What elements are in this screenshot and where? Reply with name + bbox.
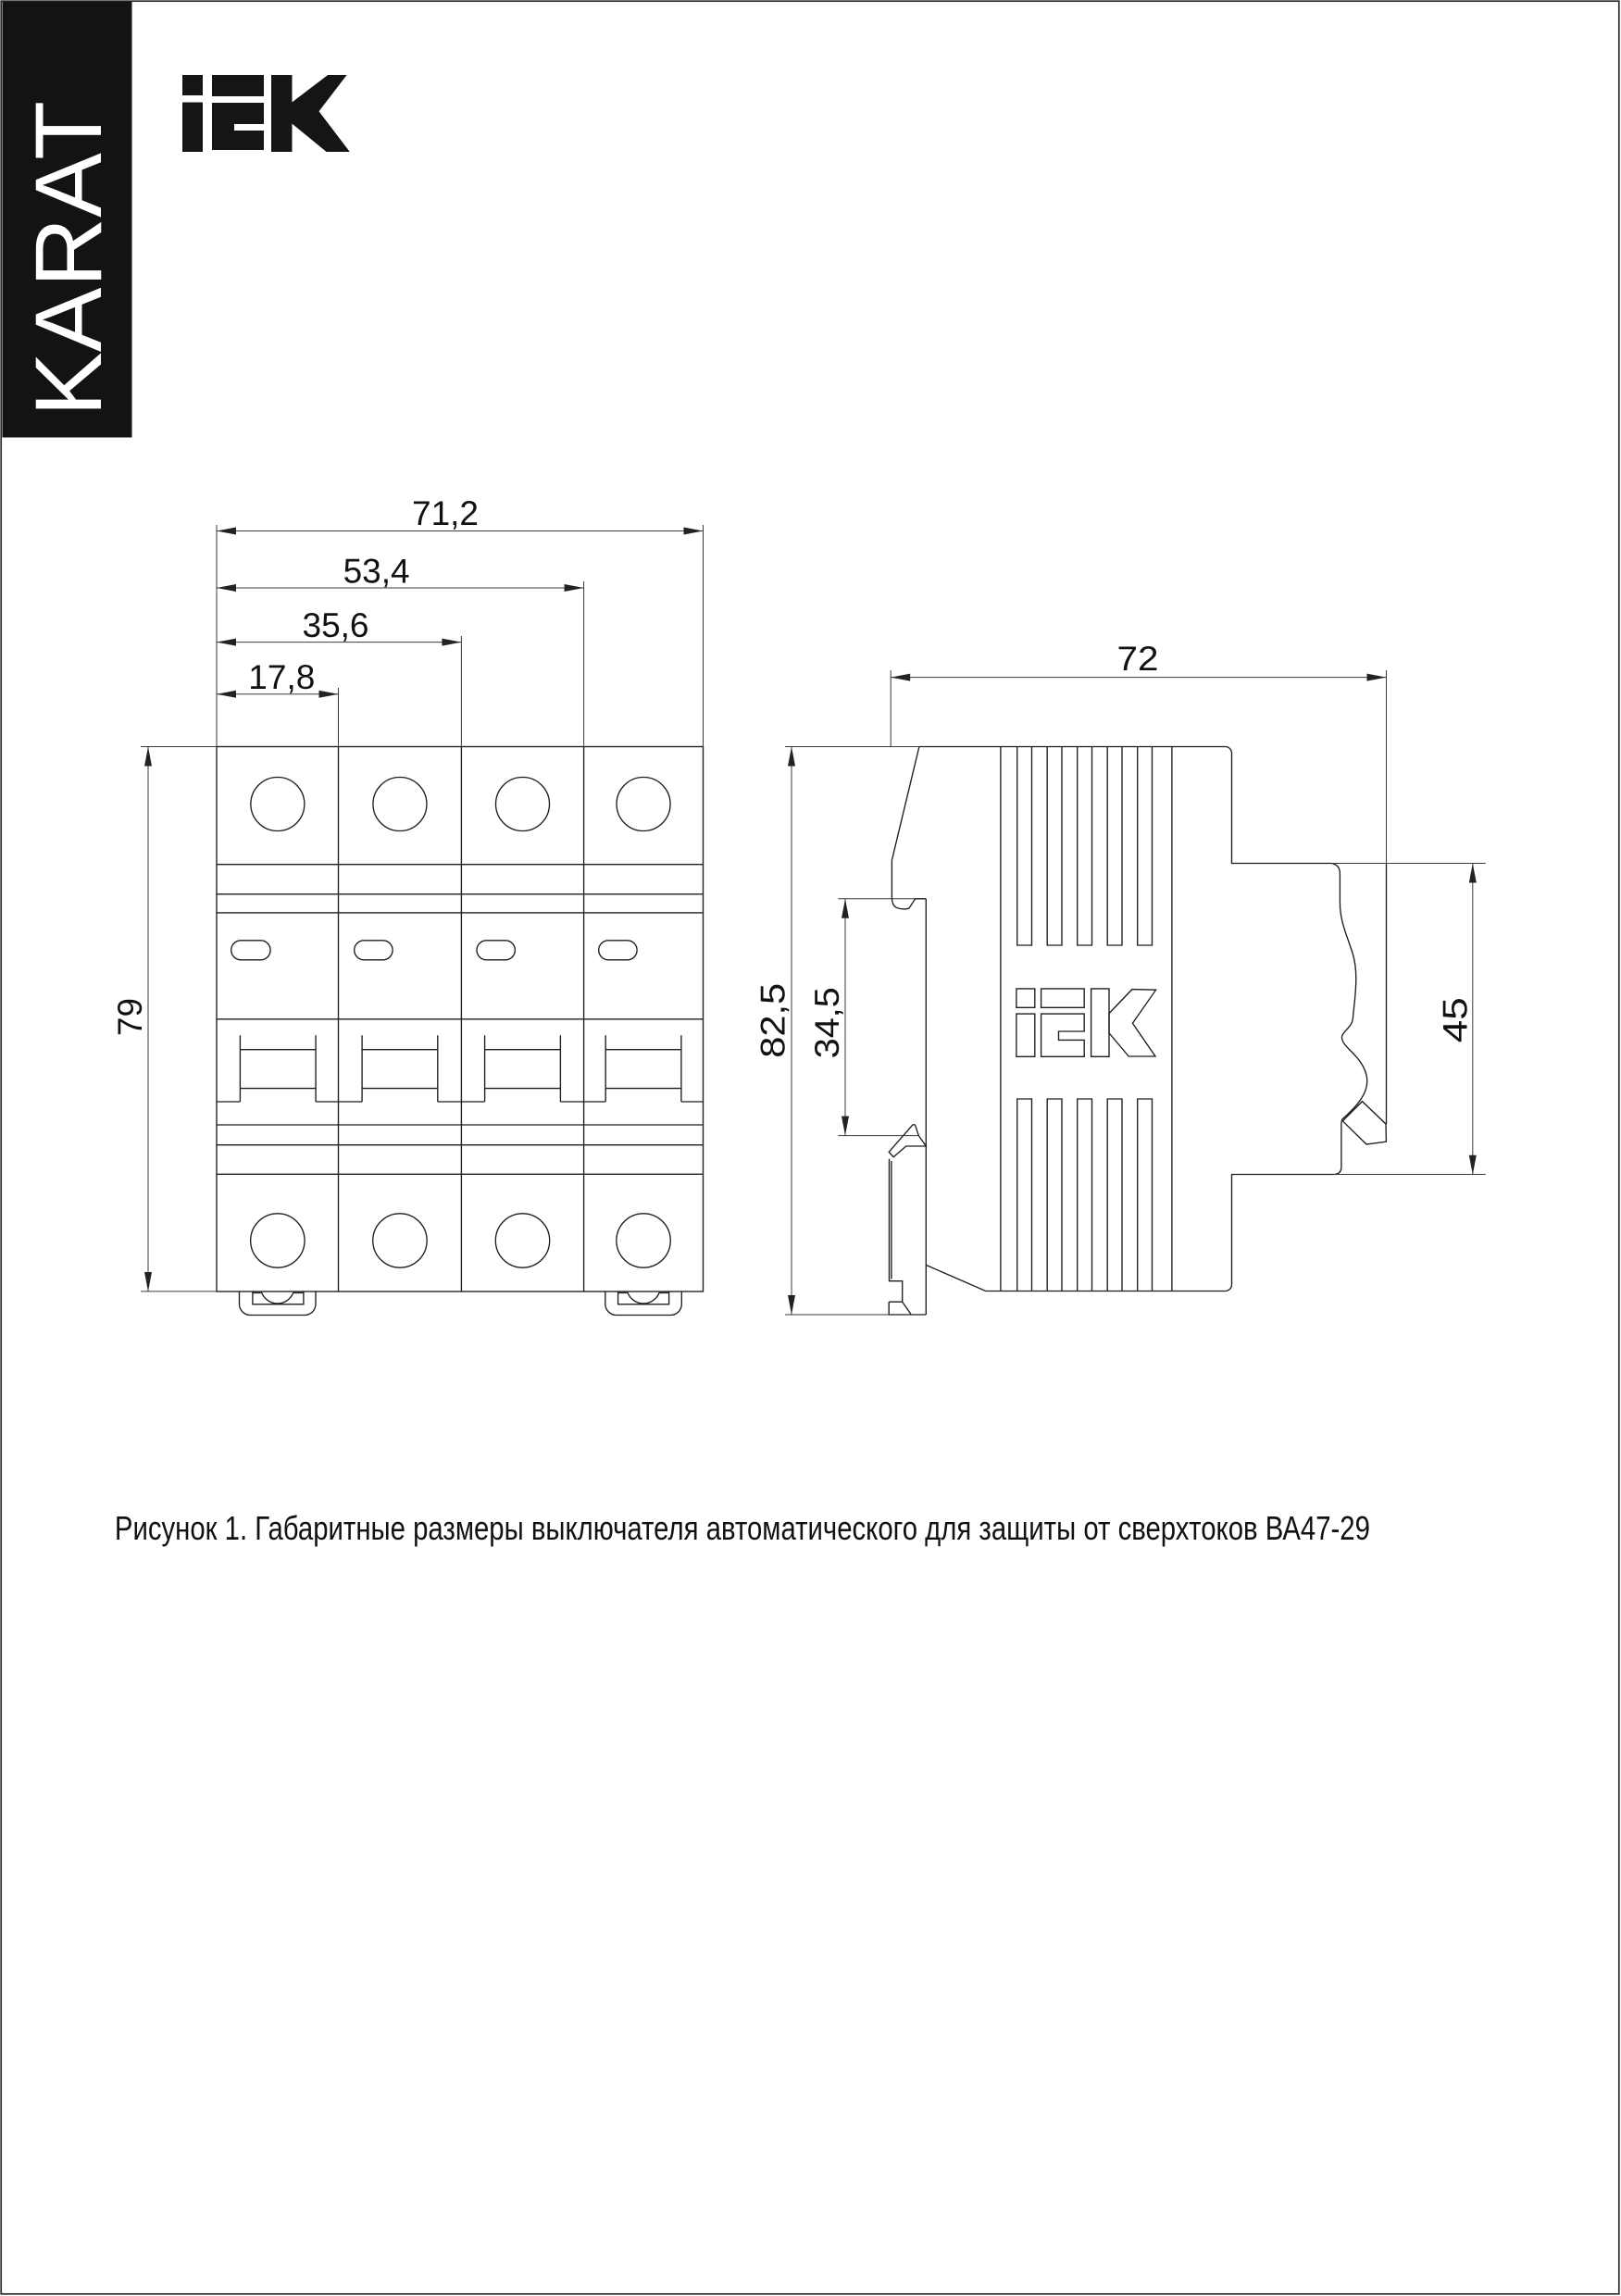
svg-text:82,5: 82,5	[754, 983, 792, 1058]
svg-text:45: 45	[1436, 997, 1474, 1042]
svg-text:34,5: 34,5	[808, 987, 846, 1058]
svg-text:Рисунок 1. Габаритные размеры: Рисунок 1. Габаритные размеры выключател…	[115, 1509, 1370, 1547]
svg-text:53,4: 53,4	[343, 553, 410, 591]
svg-text:35,6: 35,6	[303, 606, 369, 644]
svg-text:72: 72	[1117, 640, 1159, 678]
svg-text:79: 79	[111, 998, 149, 1036]
svg-text:17,8: 17,8	[248, 658, 315, 696]
svg-text:KARAT: KARAT	[16, 101, 121, 417]
svg-text:71,2: 71,2	[412, 494, 479, 532]
